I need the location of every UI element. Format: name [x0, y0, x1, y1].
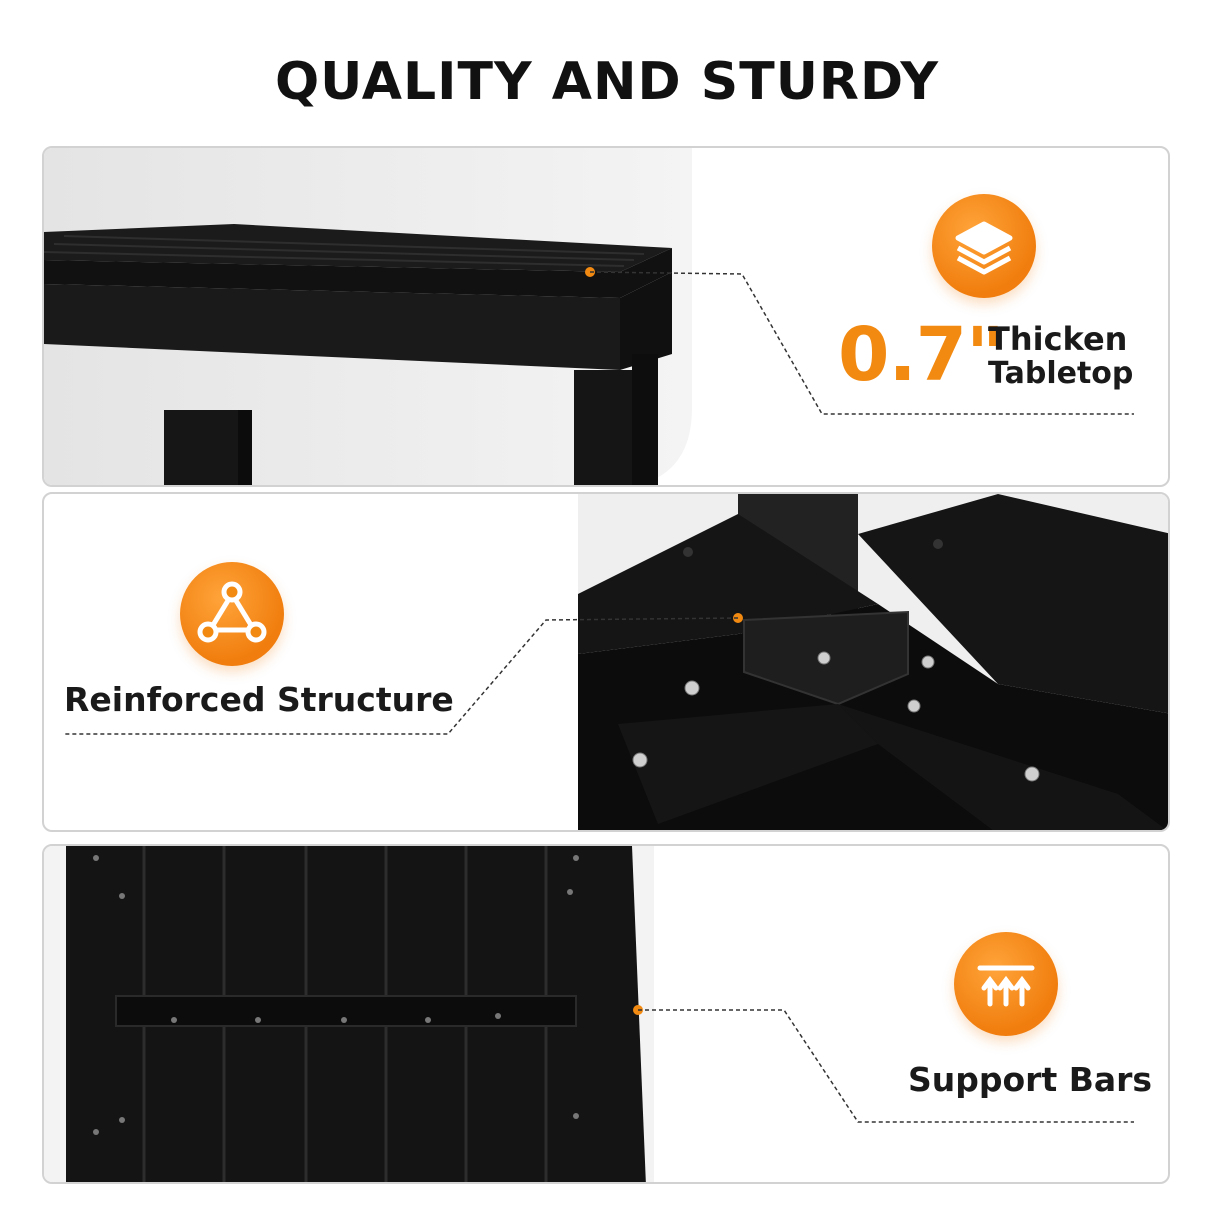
- support-bars-label: Support Bars: [908, 1060, 1153, 1099]
- underside-photo: [44, 846, 654, 1182]
- tabletop-photo: [44, 148, 694, 485]
- structure-panel: Reinforced Structure: [42, 492, 1170, 832]
- support-arrows-icon: [954, 932, 1058, 1036]
- tabletop-panel: 0.7" Thicken Tabletop: [42, 146, 1170, 487]
- layers-icon: [932, 194, 1036, 298]
- thicken-label: Thicken: [988, 320, 1128, 358]
- tabletop-label: Tabletop: [988, 356, 1134, 391]
- structure-photo: [578, 494, 1168, 830]
- reinforced-structure-label: Reinforced Structure: [64, 680, 454, 719]
- support-bars-panel: Support Bars: [42, 844, 1170, 1184]
- triangle-nodes-icon: [180, 562, 284, 666]
- page-title: QUALITY AND STURDY: [274, 52, 940, 112]
- thickness-value: 0.7": [838, 312, 1005, 398]
